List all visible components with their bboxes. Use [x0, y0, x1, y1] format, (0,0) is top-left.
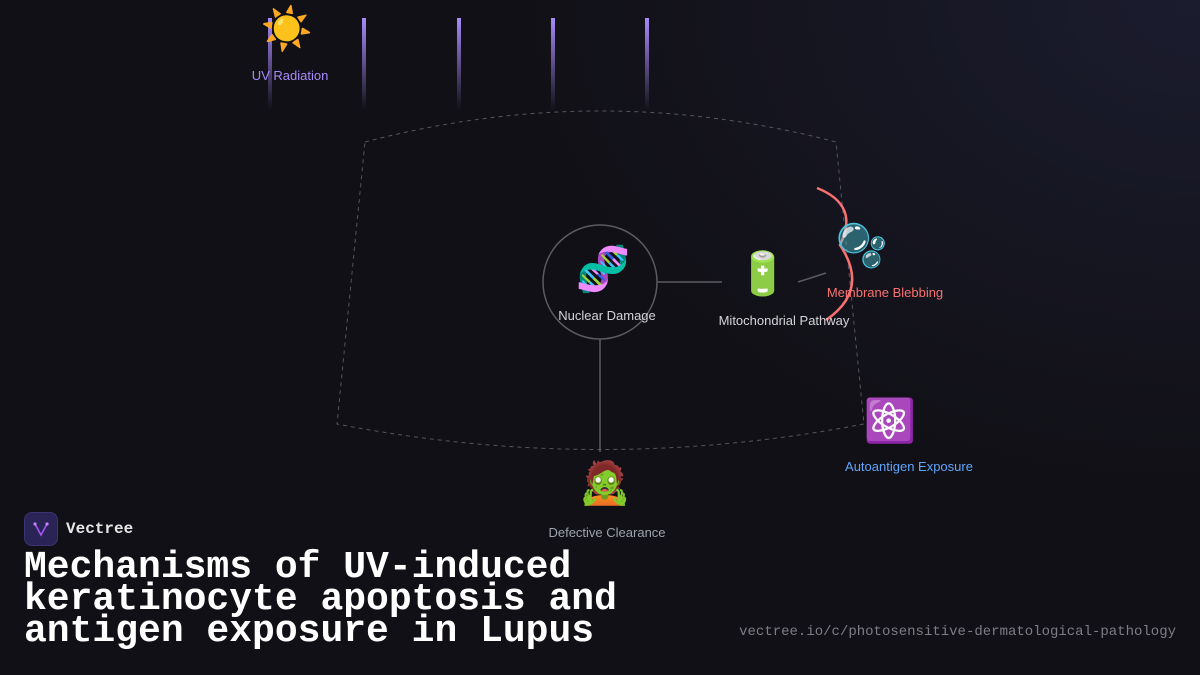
uv-ray	[268, 18, 272, 110]
dna-icon: 🧬	[575, 245, 631, 294]
brand-name: Vectree	[66, 520, 134, 538]
bubbles-icon: 🫧	[835, 222, 889, 269]
edge-mito-bleb	[797, 272, 827, 283]
source-url: vectree.io/c/photosensitive-dermatologic…	[739, 624, 1176, 640]
cell-outline	[336, 110, 865, 450]
defective-clearance-label: Defective Clearance	[548, 525, 666, 540]
uv-ray	[551, 18, 555, 110]
mitochondrial-pathway-label: Mitochondrial Pathway	[718, 313, 850, 328]
bleb-membrane	[816, 186, 854, 322]
uv-ray	[645, 18, 649, 110]
vectree-logo	[24, 512, 58, 546]
autoantigen-exposure-label: Autoantigen Exposure	[845, 459, 973, 474]
uv-ray	[457, 18, 461, 110]
membrane-blebbing-label: Membrane Blebbing	[826, 285, 944, 300]
uv-radiation-label: UV Radiation	[251, 68, 329, 83]
uv-ray	[362, 18, 366, 110]
nuclear-damage-label: Nuclear Damage	[558, 308, 656, 323]
zombie-icon: 🧟	[578, 459, 632, 506]
battery-icon: 🔋	[736, 250, 790, 297]
brand: Vectree	[24, 512, 133, 546]
page-title: Mechanisms of UV-induced keratinocyte ap…	[24, 546, 617, 653]
atom-icon: ⚛️	[863, 397, 917, 444]
sun-icon: ☀️	[260, 5, 314, 52]
